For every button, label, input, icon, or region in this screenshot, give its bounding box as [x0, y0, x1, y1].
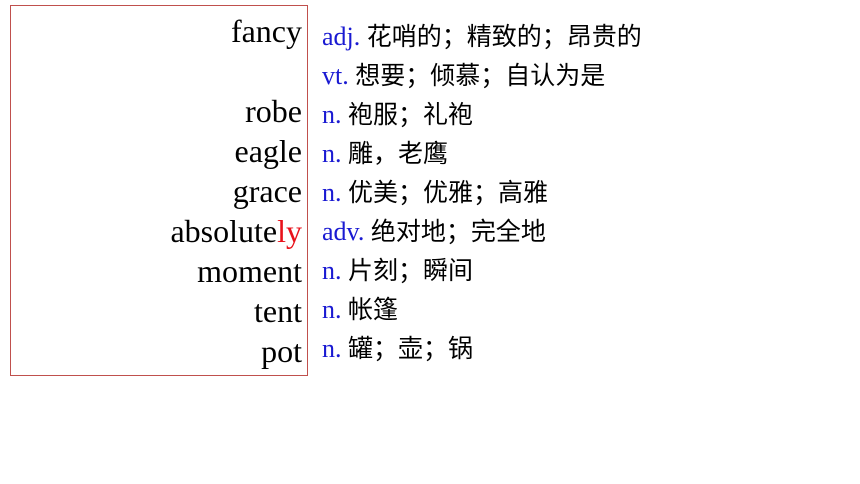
chinese-meaning: 绝对地；完全地 [370, 217, 546, 246]
chinese-meaning: 想要；倾慕；自认为是 [355, 61, 606, 90]
chinese-meaning: 片刻；瞬间 [348, 256, 474, 285]
word-stem: pot [261, 333, 302, 369]
word-stem: grace [232, 173, 302, 209]
definition-row: n. 优美；优雅；高雅 [322, 173, 548, 213]
definition-row: n. 罐；壶；锅 [322, 329, 473, 369]
part-of-speech: adv. [322, 217, 365, 246]
word-fancy: fancy [231, 11, 302, 51]
chinese-meaning: 雕，老鹰 [348, 139, 449, 168]
word-moment: moment [197, 251, 302, 291]
part-of-speech: n. [322, 178, 342, 207]
word-grace: grace [233, 171, 302, 211]
word-stem: moment [197, 253, 302, 289]
chinese-meaning: 帐篷 [348, 295, 399, 324]
word-suffix: ly [277, 213, 302, 249]
part-of-speech: vt. [322, 61, 349, 90]
chinese-meaning: 花哨的；精致的；昂贵的 [366, 22, 642, 51]
definition-row: adv. 绝对地；完全地 [322, 212, 546, 252]
word-stem: fancy [230, 13, 302, 49]
word-pot: pot [261, 331, 302, 371]
chinese-meaning: 优美；优雅；高雅 [348, 178, 549, 207]
chinese-meaning: 袍服；礼袍 [348, 100, 474, 129]
part-of-speech: n. [322, 256, 342, 285]
definition-row: n. 片刻；瞬间 [322, 251, 473, 291]
vocabulary-word-box [10, 5, 308, 376]
definition-row: n. 帐篷 [322, 290, 398, 330]
chinese-meaning: 罐；壶；锅 [348, 334, 474, 363]
word-stem: robe [245, 93, 302, 129]
word-stem: tent [254, 293, 302, 329]
definition-row: n. 雕，老鹰 [322, 134, 448, 174]
definition-row: n. 袍服；礼袍 [322, 95, 473, 135]
part-of-speech: n. [322, 139, 342, 168]
part-of-speech: n. [322, 100, 342, 129]
word-absolutely: absolutely [170, 211, 302, 251]
word-stem: absolute [170, 213, 278, 249]
definition-row: vt. 想要；倾慕；自认为是 [322, 56, 605, 96]
word-eagle: eagle [235, 131, 303, 171]
part-of-speech: n. [322, 334, 342, 363]
word-tent: tent [254, 291, 302, 331]
part-of-speech: adj. [322, 22, 361, 51]
part-of-speech: n. [322, 295, 342, 324]
word-robe: robe [245, 91, 302, 131]
definition-row: adj. 花哨的；精致的；昂贵的 [322, 17, 642, 57]
word-stem: eagle [234, 133, 303, 169]
